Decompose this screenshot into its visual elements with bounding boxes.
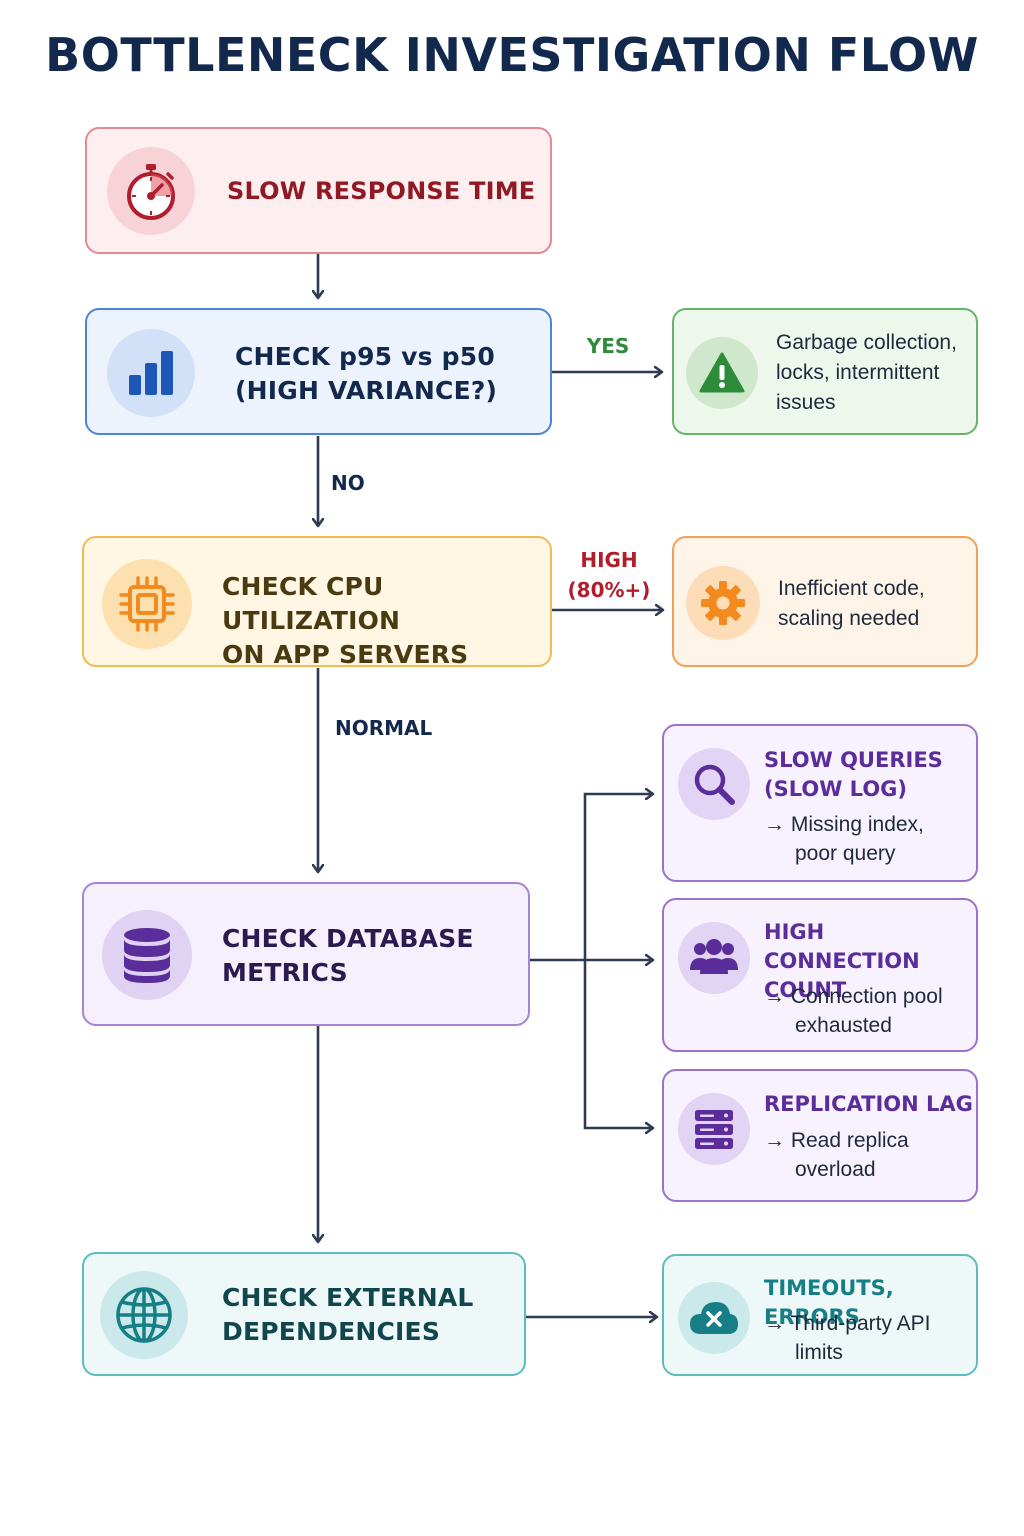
outcome-title: HIGH CONNECTION COUNT <box>764 920 920 1002</box>
outcome-detail: → Connection pool exhausted <box>764 985 943 1037</box>
outcome-detail: → Read replica overload <box>764 1129 909 1181</box>
node-label: CHECK CPU UTILIZATION ON APP SERVERS <box>222 572 469 669</box>
database-icon <box>102 910 192 1000</box>
edge-label-normal: NORMAL <box>335 716 433 740</box>
outcome-timeouts: TIMEOUTS, ERRORS → Third-party API limit… <box>662 1254 978 1376</box>
outcome-gc-locks: Garbage collection, locks, intermittent … <box>672 308 978 435</box>
diagram-title: BOTTLENECK INVESTIGATION FLOW <box>45 28 979 82</box>
node-check-database: CHECK DATABASE METRICS <box>82 882 530 1026</box>
outcome-title: SLOW QUERIES (SLOW LOG) <box>764 748 943 801</box>
node-check-external: CHECK EXTERNAL DEPENDENCIES <box>82 1252 526 1376</box>
node-label: SLOW RESPONSE TIME <box>227 177 536 205</box>
arrow-db-to-slow-queries <box>583 794 653 960</box>
node-label: CHECK EXTERNAL DEPENDENCIES <box>222 1283 474 1346</box>
arrow-db-to-replication <box>583 960 653 1128</box>
outcome-slow-queries: SLOW QUERIES (SLOW LOG) → Missing index,… <box>662 724 978 882</box>
outcome-text: Inefficient code, scaling needed <box>778 577 925 630</box>
outcome-detail: → Missing index, poor query <box>764 813 924 865</box>
globe-icon <box>100 1271 188 1359</box>
bar-chart-icon <box>107 329 195 417</box>
node-label: CHECK p95 vs p50 (HIGH VARIANCE?) <box>235 342 498 405</box>
cloud-error-icon <box>678 1282 750 1354</box>
edge-label-high: HIGH (80%+) <box>567 548 651 602</box>
outcome-text: Garbage collection, locks, intermittent … <box>776 331 957 414</box>
outcome-inefficient-code: Inefficient code, scaling needed <box>672 536 978 667</box>
cpu-chip-icon <box>102 559 192 649</box>
users-icon <box>678 922 750 994</box>
outcome-title: REPLICATION LAG <box>764 1092 973 1116</box>
node-label: CHECK DATABASE METRICS <box>222 924 474 987</box>
node-check-cpu: CHECK CPU UTILIZATION ON APP SERVERS <box>82 536 552 669</box>
stopwatch-icon <box>107 147 195 235</box>
edge-label-no: NO <box>331 471 365 495</box>
warning-icon <box>686 337 758 409</box>
node-check-p95: CHECK p95 vs p50 (HIGH VARIANCE?) <box>85 308 552 435</box>
magnifier-icon <box>678 748 750 820</box>
edge-label-yes: YES <box>586 334 630 358</box>
outcome-title: TIMEOUTS, ERRORS <box>764 1276 894 1329</box>
server-icon <box>678 1093 750 1165</box>
node-slow-response: SLOW RESPONSE TIME <box>85 127 552 254</box>
outcome-replication-lag: REPLICATION LAG → Read replica overload <box>662 1069 978 1202</box>
outcome-high-connection: HIGH CONNECTION COUNT → Connection pool … <box>662 898 978 1052</box>
gear-icon <box>686 566 760 640</box>
outcome-detail: → Third-party API limits <box>764 1312 931 1364</box>
